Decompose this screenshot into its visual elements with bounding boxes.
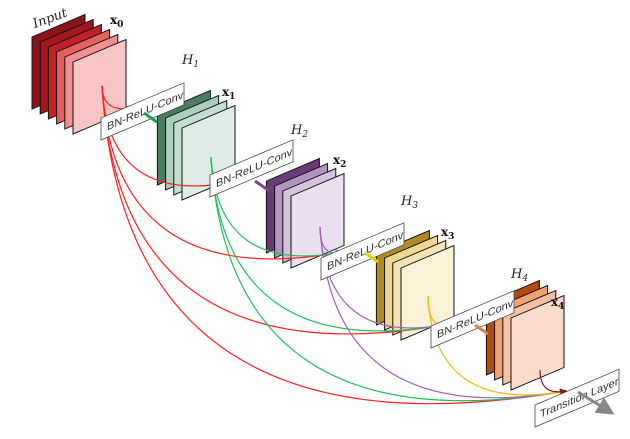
block-output-arrow xyxy=(143,111,158,124)
block-box xyxy=(430,290,515,349)
block-label-h1: H1 xyxy=(181,53,199,70)
dense-connection-x0-to-h4 xyxy=(101,85,451,335)
block-box xyxy=(320,222,405,281)
dense-connection-x3-to-transition xyxy=(427,295,568,396)
dense-connection-x1-to-transition xyxy=(210,156,568,402)
stack-label-x4: x4 xyxy=(551,295,564,312)
feature-map-plate xyxy=(72,38,127,135)
block-output-arrow xyxy=(254,179,269,192)
feature-map-stack-x1 xyxy=(156,89,236,201)
block-box xyxy=(209,139,294,198)
stack-label-x0: x0 xyxy=(110,13,123,30)
block-output-arrow xyxy=(474,323,489,336)
dense-connection-x0-to-h2 xyxy=(101,85,235,187)
stack-label-x3: x3 xyxy=(441,225,454,242)
block-label-h2: H2 xyxy=(290,123,308,140)
transition-layer-block: Transition Layer xyxy=(534,368,620,428)
block-output-arrow xyxy=(364,251,379,264)
feature-map-stack-x0 xyxy=(31,13,127,135)
dense-connection-x1-to-h4 xyxy=(210,156,451,332)
transition-box xyxy=(534,368,620,428)
block-label-h3: H3 xyxy=(400,194,418,211)
dense-connection-x4-to-transition xyxy=(539,369,568,396)
feature-map-plate xyxy=(510,294,565,391)
dense-connection-x0-to-transition xyxy=(101,85,568,405)
feature-map-plate xyxy=(400,244,455,341)
stack-label-x1: x1 xyxy=(222,85,235,102)
block-box xyxy=(100,82,185,141)
feature-map-plate xyxy=(290,172,345,269)
stack-label-x2: x2 xyxy=(333,153,346,170)
feature-map-stack-x2 xyxy=(265,157,345,269)
transition-output-arrow xyxy=(577,390,615,415)
feature-map-stack-x3 xyxy=(375,229,455,341)
block-label-h4: H4 xyxy=(510,267,528,284)
